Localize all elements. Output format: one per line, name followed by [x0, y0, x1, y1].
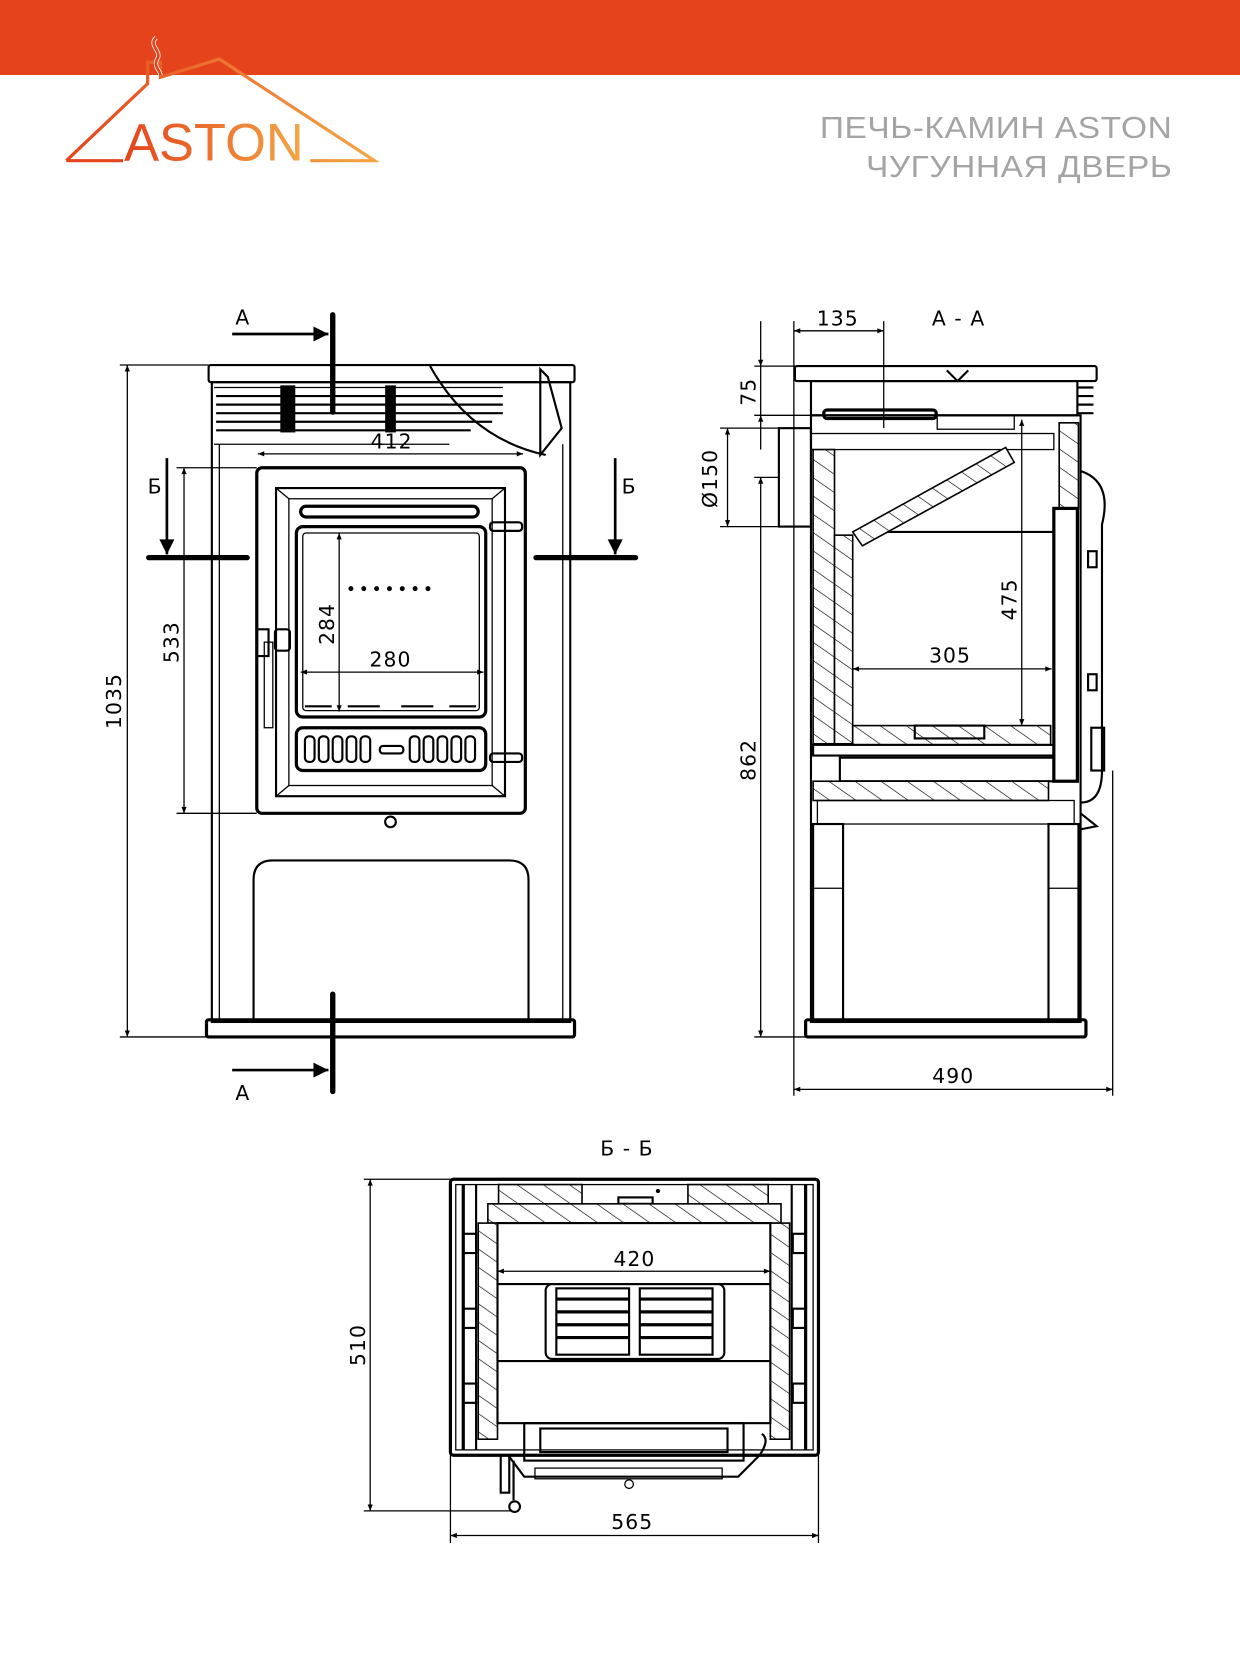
side-door: [1052, 506, 1079, 783]
svg-text:420: 420: [613, 1247, 655, 1271]
side-section-a-a: А - А: [698, 306, 1114, 1096]
air-slots: [303, 735, 477, 764]
svg-text:475: 475: [997, 578, 1021, 620]
hinge-bottom: [488, 752, 524, 764]
handle-knob: [508, 1500, 522, 1514]
baffle: [851, 446, 1016, 547]
svg-text:490: 490: [932, 1064, 974, 1088]
plan-section-b-b: Б - Б: [346, 1137, 821, 1543]
svg-text:ASTON: ASTON: [124, 115, 304, 173]
svg-text:А: А: [235, 1081, 250, 1105]
svg-text:75: 75: [736, 378, 760, 406]
plan-door: [499, 1422, 767, 1514]
svg-text:565: 565: [611, 1510, 653, 1534]
aston-logo: ASTON: [65, 36, 380, 173]
svg-text:510: 510: [346, 1324, 370, 1366]
document-title: ПЕЧЬ-КАМИН ASTON ЧУГУННАЯ ДВЕРЬ: [820, 108, 1172, 186]
flue-pipe: [777, 427, 813, 528]
svg-text:Б - Б: Б - Б: [600, 1137, 653, 1161]
svg-text:1035: 1035: [102, 673, 126, 729]
ash-pan: [838, 756, 1055, 783]
svg-text:А - А: А - А: [932, 306, 985, 330]
svg-text:280: 280: [370, 648, 412, 672]
cast-iron-door: [255, 466, 527, 815]
door-handle[interactable]: [255, 628, 292, 729]
svg-text:533: 533: [160, 621, 184, 663]
hinge-top: [488, 521, 524, 532]
lower-panel: [252, 859, 530, 1020]
svg-text:Б: Б: [148, 474, 163, 498]
svg-text:862: 862: [736, 739, 760, 781]
knob: [384, 815, 397, 829]
svg-text:305: 305: [929, 643, 971, 667]
front-view: А А Б Б 1035 533 412 284 280: [102, 305, 639, 1105]
svg-text:А: А: [235, 305, 250, 329]
svg-text:135: 135: [817, 306, 859, 330]
glass-dots: [348, 586, 431, 592]
svg-text:284: 284: [315, 603, 339, 645]
svg-text:412: 412: [371, 429, 413, 453]
title-line-2: ЧУГУННАЯ ДВЕРЬ: [865, 149, 1172, 184]
grate: [544, 1283, 726, 1361]
title-line-1: ПЕЧЬ-КАМИН ASTON: [819, 110, 1172, 145]
insulation-wall: [812, 448, 836, 745]
svg-text:Б: Б: [622, 474, 637, 498]
svg-text:Ø150: Ø150: [698, 449, 722, 508]
top-louvers: [213, 365, 563, 458]
